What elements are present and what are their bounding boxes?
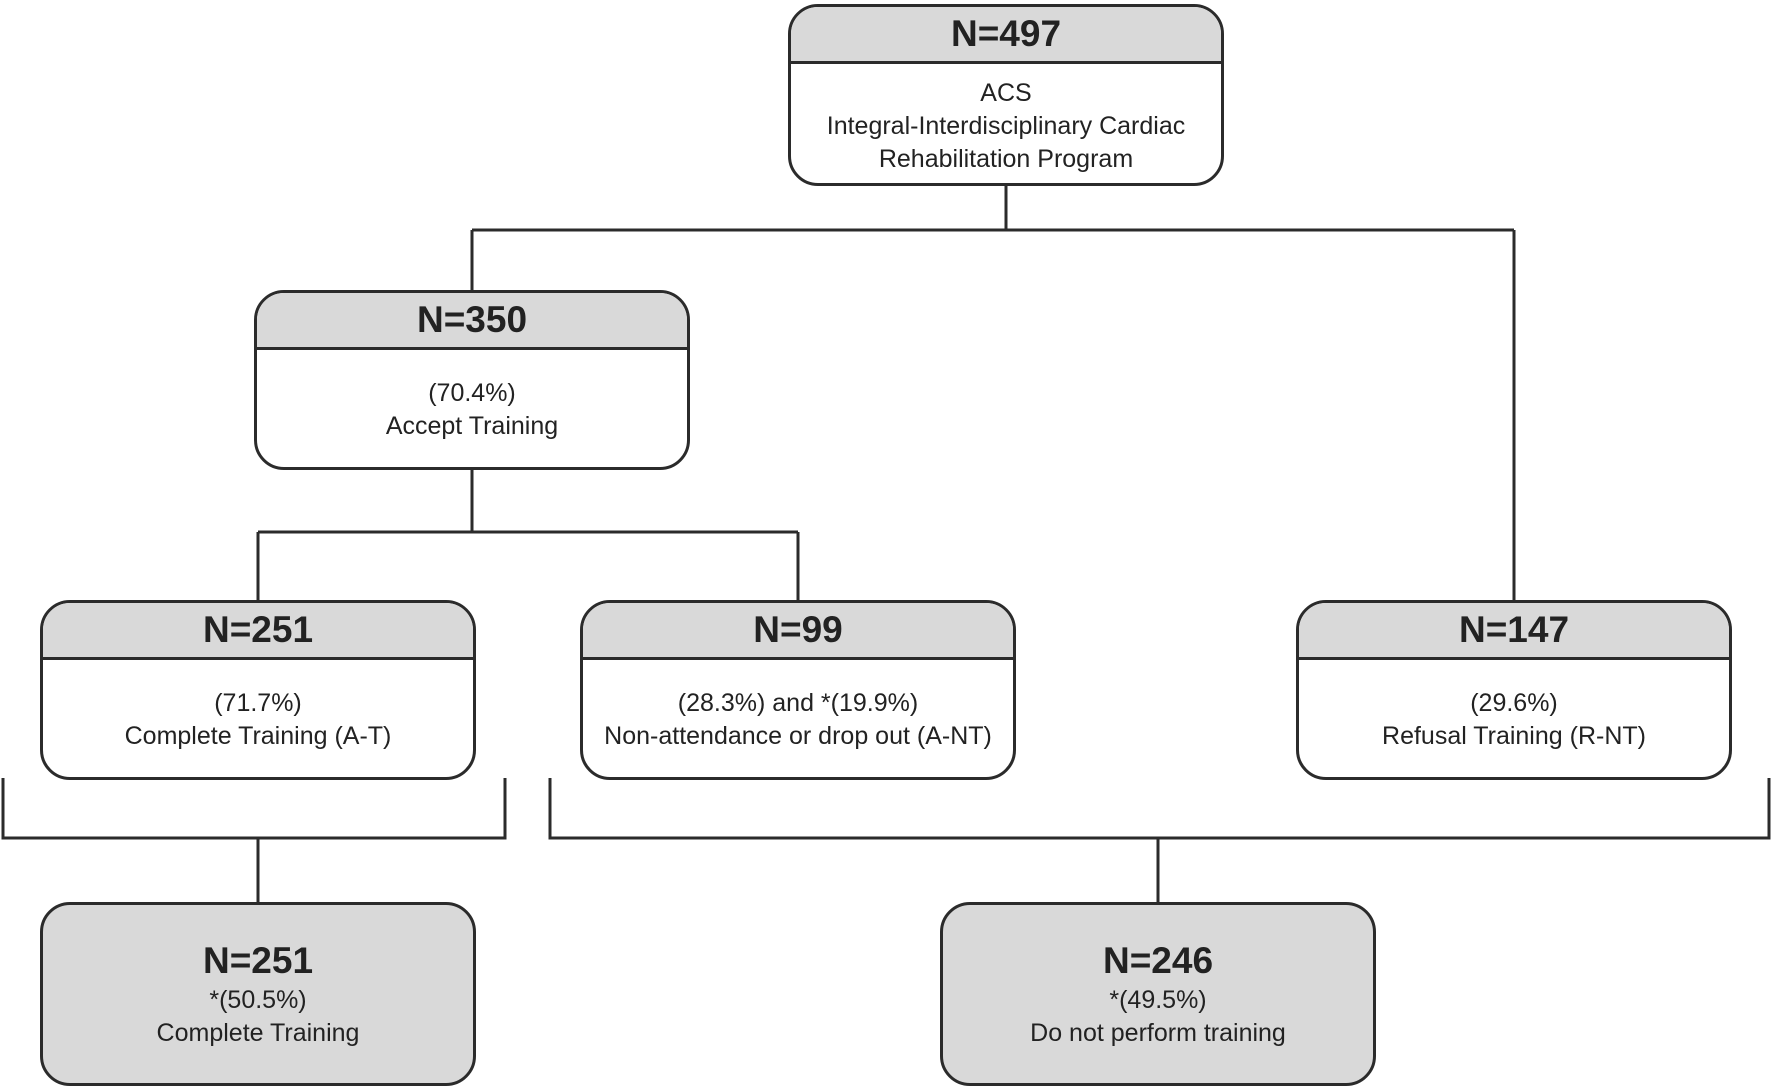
node-summary-not-count: N=246 (1102, 940, 1214, 981)
node-accept-label: Accept Training (385, 412, 559, 440)
node-root-count: N=497 (791, 7, 1221, 64)
bracket-not-training (548, 778, 1771, 840)
node-accept-percent: (70.4%) (428, 379, 516, 407)
node-complete-label: Complete Training (A-T) (124, 722, 392, 750)
node-root-line-3: Rehabilitation Program (878, 145, 1134, 173)
node-summary-not-label: Do not perform training (1030, 1019, 1286, 1047)
node-refusal-percent: (29.6%) (1470, 689, 1558, 717)
node-nonattend-count: N=99 (583, 603, 1013, 660)
node-accept-count: N=350 (257, 293, 687, 350)
node-nonattend-percent: (28.3%) and *(19.9%) (677, 689, 919, 717)
node-refusal-label: Refusal Training (R-NT) (1382, 722, 1646, 750)
node-summary-complete-count: N=251 (202, 940, 314, 981)
node-root-line-2: Integral-Interdisciplinary Cardiac (826, 112, 1186, 140)
bracket-complete (1, 778, 507, 840)
node-root-line-1: ACS (980, 79, 1032, 107)
node-summary-complete: N=251 *(50.5%) Complete Training (40, 902, 476, 1086)
node-summary-complete-percent: *(50.5%) (209, 986, 307, 1014)
node-refusal-training: N=147 (29.6%) Refusal Training (R-NT) (1296, 600, 1732, 780)
node-summary-not-percent: *(49.5%) (1109, 986, 1207, 1014)
node-accept-training: N=350 (70.4%) Accept Training (254, 290, 690, 470)
node-root: N=497 ACS Integral-Interdisciplinary Car… (788, 4, 1224, 186)
node-complete-percent: (71.7%) (214, 689, 302, 717)
node-summary-not-training: N=246 *(49.5%) Do not perform training (940, 902, 1376, 1086)
node-non-attendance: N=99 (28.3%) and *(19.9%) Non-attendance… (580, 600, 1016, 780)
node-complete-count: N=251 (43, 603, 473, 660)
node-summary-complete-label: Complete Training (156, 1019, 360, 1047)
node-refusal-count: N=147 (1299, 603, 1729, 660)
node-complete-training: N=251 (71.7%) Complete Training (A-T) (40, 600, 476, 780)
node-nonattend-label: Non-attendance or drop out (A-NT) (604, 722, 992, 750)
